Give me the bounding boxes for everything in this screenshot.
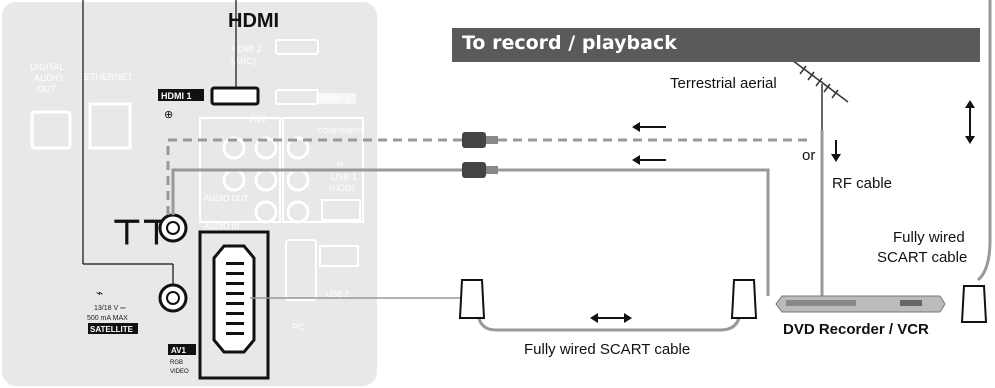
usb2-port[interactable] <box>319 245 359 267</box>
hdmi3-label: HDMI 3 <box>319 94 350 104</box>
hdmi-plug <box>462 132 486 148</box>
hdmi1-badge <box>158 89 204 101</box>
rf-cable-label: RF cable <box>832 175 892 192</box>
rf-cable-to-tv <box>171 168 462 215</box>
usb1-hdd-label: (HDD) <box>329 183 355 193</box>
bottom-scart-cable <box>476 309 742 332</box>
hdmi1-port[interactable] <box>210 86 260 106</box>
fully-wired-right-label-2: SCART cable <box>877 249 967 266</box>
av1-scart-port[interactable] <box>212 244 256 354</box>
digital-label-2: AUDIO <box>34 73 63 83</box>
component-pr-jack[interactable] <box>286 200 310 224</box>
hdmi1-input-icon: ⊕ <box>164 109 173 121</box>
hdmi2-label: HDMI 2 <box>231 44 262 54</box>
device-label: DVD Recorder / VCR <box>783 321 929 338</box>
hdmi-logo: HDMI <box>228 10 279 32</box>
fully-wired-right-label-1: Fully wired <box>893 229 965 246</box>
hdmi-cable-dashed <box>166 138 462 215</box>
hdmi2-port[interactable] <box>275 39 319 55</box>
optical-port[interactable] <box>30 110 72 150</box>
tv-rear-panel <box>2 2 377 386</box>
hdmi2-arc-label: (ARC) <box>231 56 256 66</box>
pc-port[interactable] <box>285 239 317 301</box>
component-y-jack[interactable] <box>286 136 310 160</box>
av2-r-jack[interactable] <box>254 200 278 224</box>
right-scart-plug <box>960 285 988 323</box>
sat-current: 500 mA MAX <box>87 315 128 322</box>
digital-label-1: DIGITAL <box>30 62 64 72</box>
section-banner <box>452 28 980 62</box>
satellite-dish-icon: ⌁ <box>96 286 103 300</box>
av1-rgb-label: RGB <box>170 360 183 366</box>
rf-plug <box>462 162 486 178</box>
usb2-label: USB 2 <box>326 290 350 299</box>
fully-wired-bottom-label: Fully wired SCART cable <box>524 341 690 358</box>
usb-icon: ⇆ <box>337 159 344 168</box>
audio-out-label: AUDIO OUT <box>204 194 249 203</box>
ethernet-label: ETHERNET <box>84 72 133 82</box>
av1-label: AV1 <box>171 346 187 355</box>
av1-frame <box>198 230 270 380</box>
usb1-label: USB 1 <box>331 172 357 182</box>
digital-label-3: OUT <box>37 84 57 94</box>
usb1-port[interactable] <box>321 199 361 221</box>
av1-video-label: VIDEO <box>170 369 189 375</box>
left-scart-plug <box>458 279 486 319</box>
satellite-label: SATELLITE <box>90 325 134 334</box>
audio-out-l-jack[interactable] <box>222 136 246 160</box>
av2-label: AV2 <box>250 114 266 124</box>
terrestrial-aerial-label: Terrestrial aerial <box>670 75 777 92</box>
or-label: or <box>802 147 815 164</box>
pc-label: PC <box>292 322 305 332</box>
ethernet-port[interactable] <box>88 102 132 150</box>
component-label: COMPONENT <box>318 128 364 135</box>
audio-in-label: AUDIO IN <box>204 222 240 231</box>
sat-voltage: 13/18 V ⎓ <box>94 305 126 312</box>
section-banner-title: To record / playback <box>462 32 677 54</box>
right-bottom-scart-plug <box>730 279 758 319</box>
av2-video-jack[interactable] <box>254 136 278 160</box>
terrestrial-aerial-icon <box>791 59 849 130</box>
hdmi1-label: HDMI 1 <box>161 91 192 101</box>
